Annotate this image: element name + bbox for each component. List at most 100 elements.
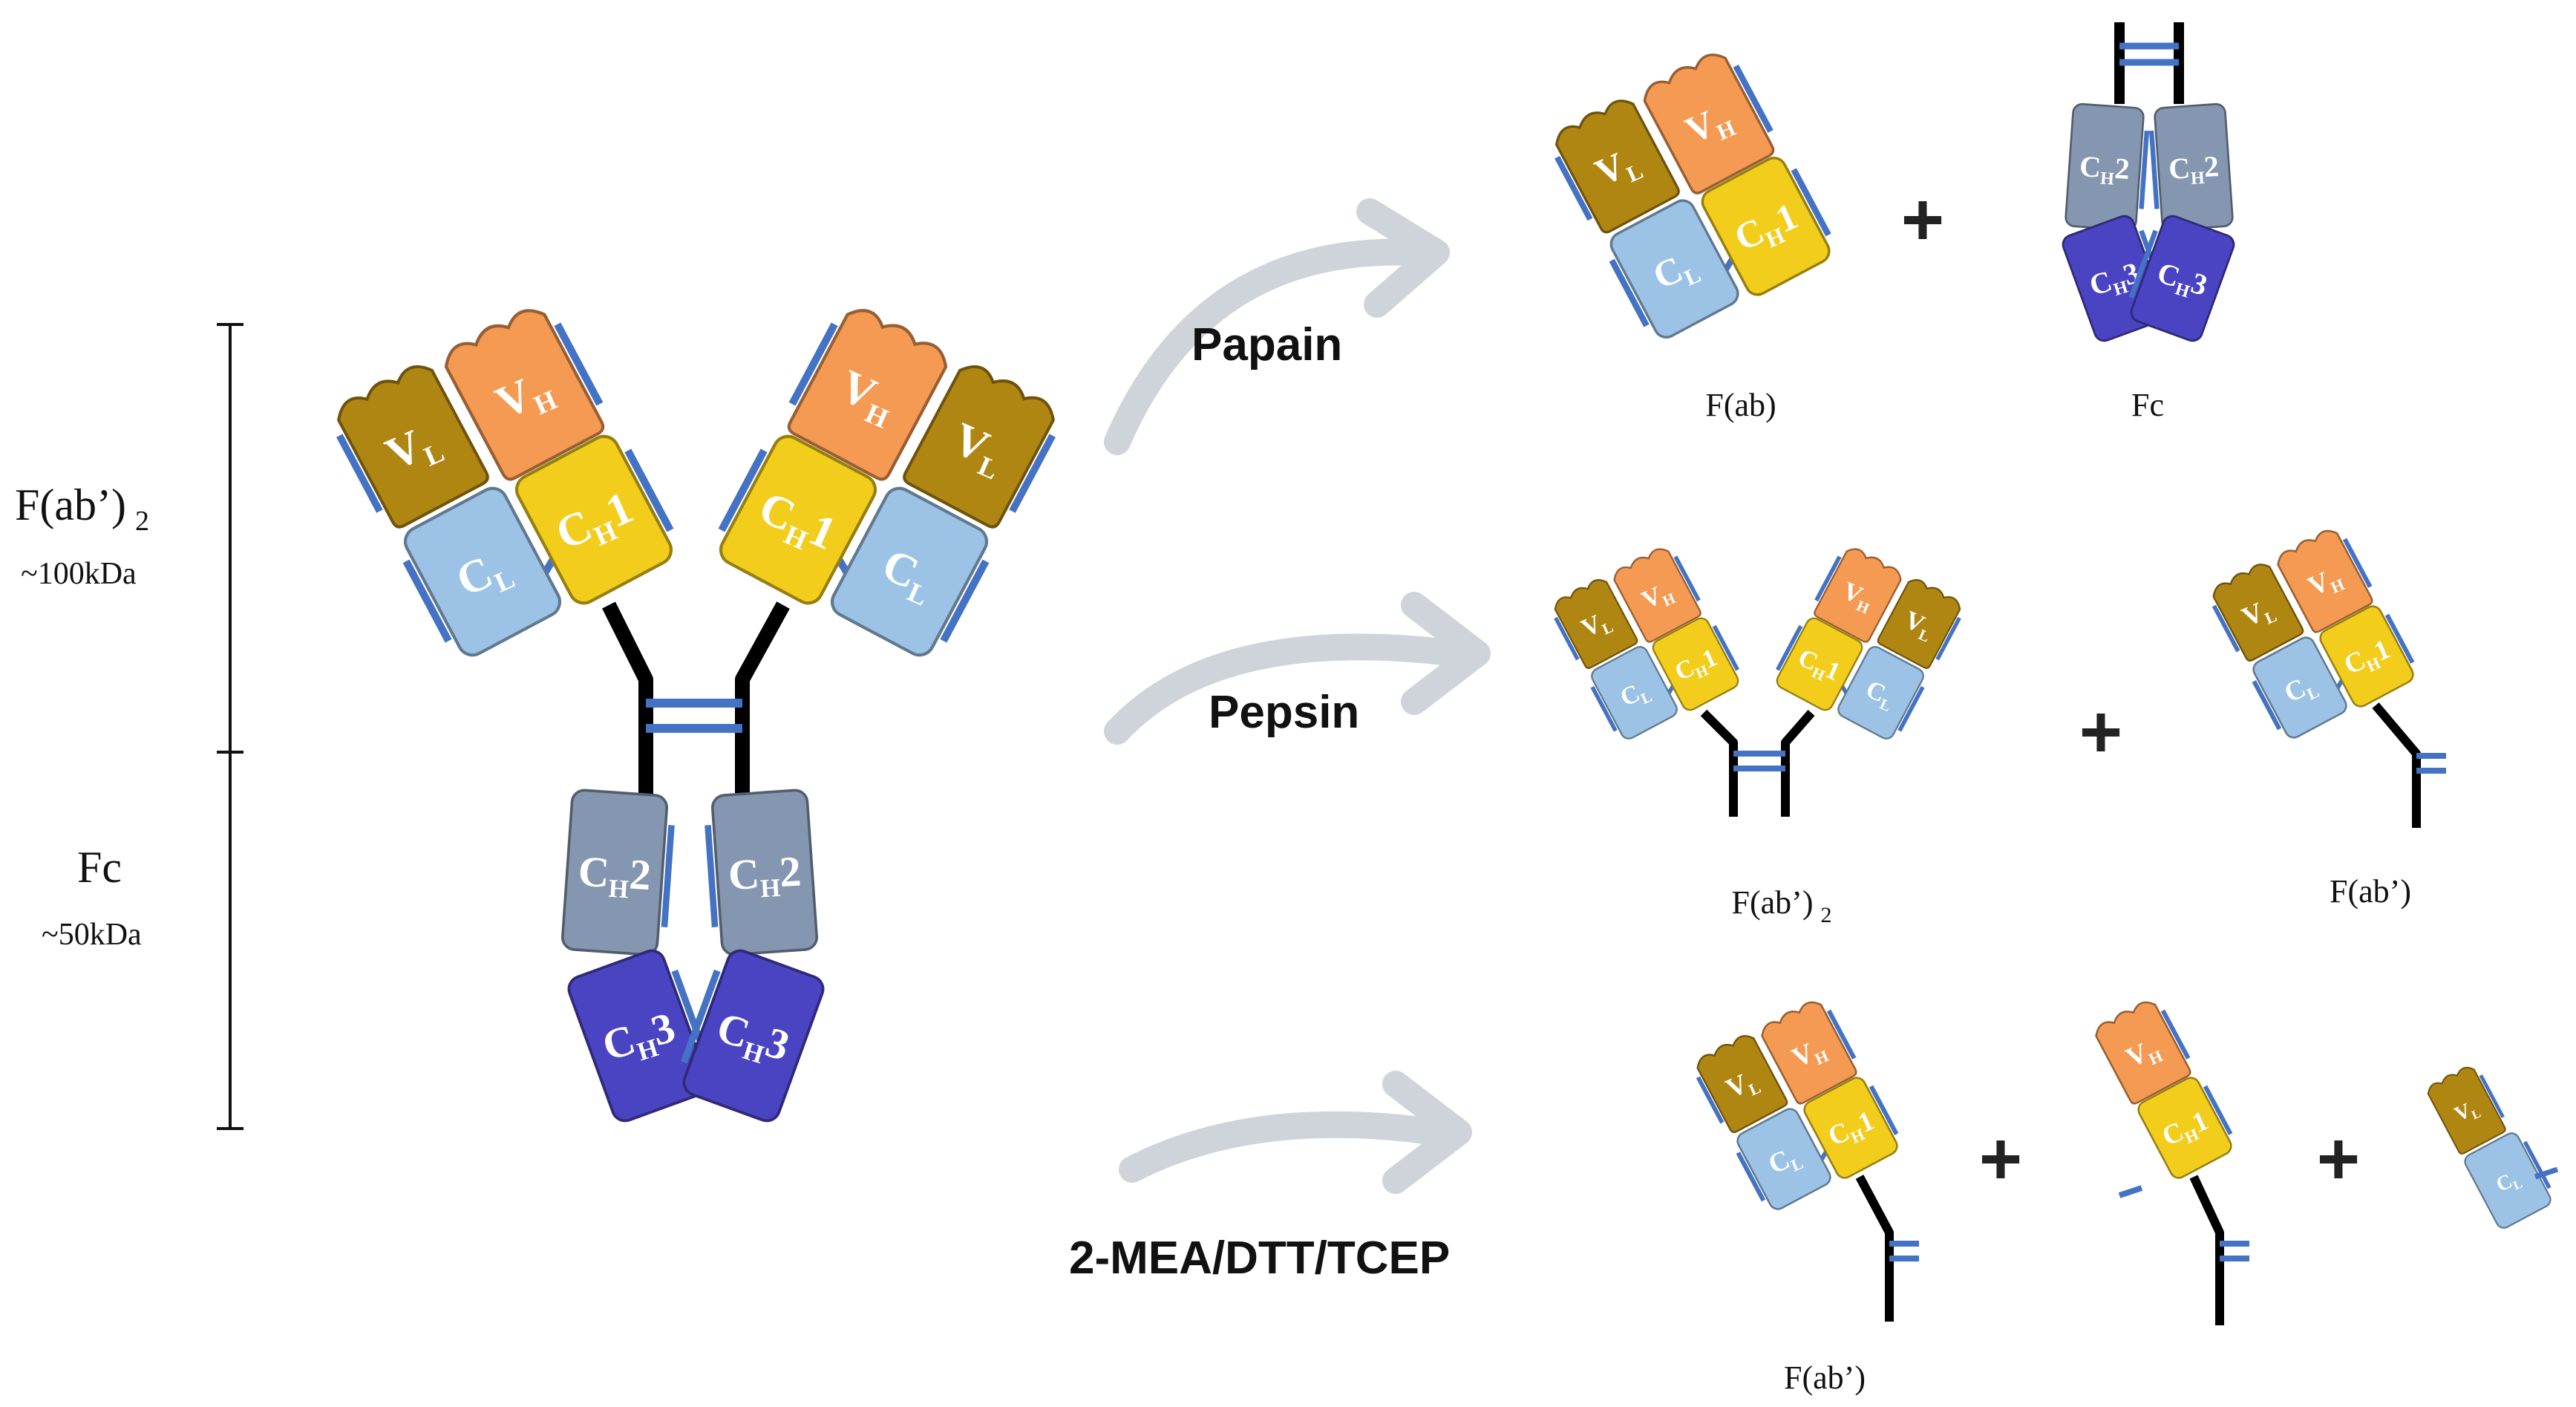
ch3-shape: [567, 949, 710, 1123]
ch2-label: CH2: [2168, 149, 2220, 190]
domain-cl: CL: [2252, 636, 2347, 739]
domain-ch1: CH1: [1652, 617, 1740, 711]
cl-shape: [830, 486, 989, 657]
domain-vl: VL: [1554, 579, 1638, 669]
cl-shape: [1837, 646, 1924, 740]
cl-shape: [1736, 1108, 1831, 1210]
domain-ch2: CH2: [560, 789, 675, 956]
domain-vh: VH: [2277, 529, 2373, 633]
bond-tab: [661, 825, 675, 927]
cl-shape: [2252, 636, 2347, 739]
ch2-shape: [2065, 102, 2145, 232]
domain-cl: CL: [830, 486, 990, 657]
free-thiol: [2534, 1166, 2559, 1180]
domain-vh: VH: [787, 309, 948, 481]
scale-bar: [217, 323, 243, 1130]
domain-vl: VL: [2427, 1066, 2506, 1155]
ch1-shape: [2319, 605, 2414, 708]
domain-ch1: CH1: [1803, 1077, 1899, 1179]
bond-tab: [1775, 624, 1803, 671]
domain-ch2: CH2: [705, 789, 819, 956]
hinge-chain: [1855, 1175, 1894, 1322]
bond-tab: [1555, 155, 1593, 221]
hinge-chain: [735, 601, 790, 809]
caption-fab2: F(ab’)2: [1732, 884, 1832, 927]
ch1-shape: [1776, 617, 1863, 711]
vh-shape: [1613, 548, 1701, 643]
domain-vh: VH: [1761, 1001, 1857, 1105]
domain-vh: VH: [1643, 53, 1775, 195]
bond-tab: [1791, 168, 1831, 237]
bond-tab: [788, 322, 838, 406]
ch2-shape: [710, 789, 819, 956]
domain-ch1: CH1: [718, 434, 877, 605]
domain-ch1: CH1: [1775, 617, 1863, 711]
domain-vl: VL: [1555, 99, 1680, 234]
pepsin-arrow-head: [1401, 592, 1491, 715]
bond-tab: [2128, 229, 2158, 299]
enzyme-reducing-agents: 2-MEA/DTT/TCEP: [1069, 1233, 1450, 1284]
vl-shape: [1696, 1035, 1788, 1133]
ch3-shape: [682, 949, 825, 1123]
plus-sign-reducing-2: +: [2317, 1117, 2360, 1201]
ch1-shape: [1701, 157, 1831, 296]
domain-cl: CL: [1736, 1108, 1831, 1210]
bond-tab: [2160, 1009, 2191, 1060]
domain-cl: CL: [1609, 199, 1739, 339]
bond-tab: [2203, 1085, 2233, 1135]
cl-shape: [2464, 1132, 2552, 1229]
domain-cl: CL: [1837, 646, 1925, 740]
domain-vh: VH: [1613, 548, 1701, 643]
cl-shape: [1591, 646, 1678, 740]
ch3-shape: [2130, 215, 2235, 342]
domain-ch2: CH2: [2065, 102, 2150, 232]
bond-tab: [2384, 613, 2415, 664]
bond-tab: [554, 322, 604, 406]
ch2-label: CH2: [577, 846, 653, 904]
bond-tab: [2211, 604, 2240, 653]
bond-tab: [2342, 538, 2373, 588]
domain-vh: VH: [1814, 548, 1902, 643]
domain-cl: CL: [402, 486, 562, 657]
papain-arrow: [1104, 238, 1424, 455]
bond-tab: [1009, 434, 1056, 513]
enzyme-papain: Papain: [1191, 319, 1342, 370]
caption-fab: F(ab): [1705, 387, 1776, 423]
pepsin-arrow: [1104, 633, 1468, 745]
scale-fab2-mass: ~100kDa: [21, 557, 137, 591]
bond-tab: [940, 559, 990, 643]
scale-fc-label: Fc: [77, 843, 122, 892]
ch1-shape: [1803, 1077, 1898, 1179]
vl-shape: [1555, 99, 1680, 234]
domain-vl: VL: [1696, 1035, 1788, 1133]
ch2-shape: [2154, 102, 2234, 232]
domain-ch1: CH1: [2137, 1077, 2233, 1179]
enzyme-pepsin: Pepsin: [1209, 687, 1359, 738]
vh-shape: [444, 309, 605, 481]
domain-vh: VH: [444, 309, 605, 481]
vl-shape: [1554, 579, 1638, 669]
bond-tab: [1609, 258, 1650, 327]
vl-shape: [2427, 1066, 2506, 1155]
plus-sign-pepsin: +: [2079, 691, 2122, 774]
bond-tab: [1590, 685, 1618, 732]
bond-tab: [1712, 624, 1740, 671]
bond-tab: [718, 448, 768, 532]
domain-vl: VL: [903, 365, 1056, 529]
hinge-chain: [1781, 710, 1815, 817]
domain-ch3: CH3: [2128, 215, 2235, 342]
caption-fc: Fc: [2131, 387, 2164, 423]
reducing-arrow-head: [1382, 1071, 1472, 1194]
bond-tab: [681, 969, 721, 1064]
bond-tab: [1736, 1152, 1766, 1202]
vl-shape: [337, 365, 489, 529]
ch2-shape: [560, 789, 669, 956]
bond-tab: [2148, 130, 2160, 209]
bond-tab: [1869, 1085, 1899, 1135]
